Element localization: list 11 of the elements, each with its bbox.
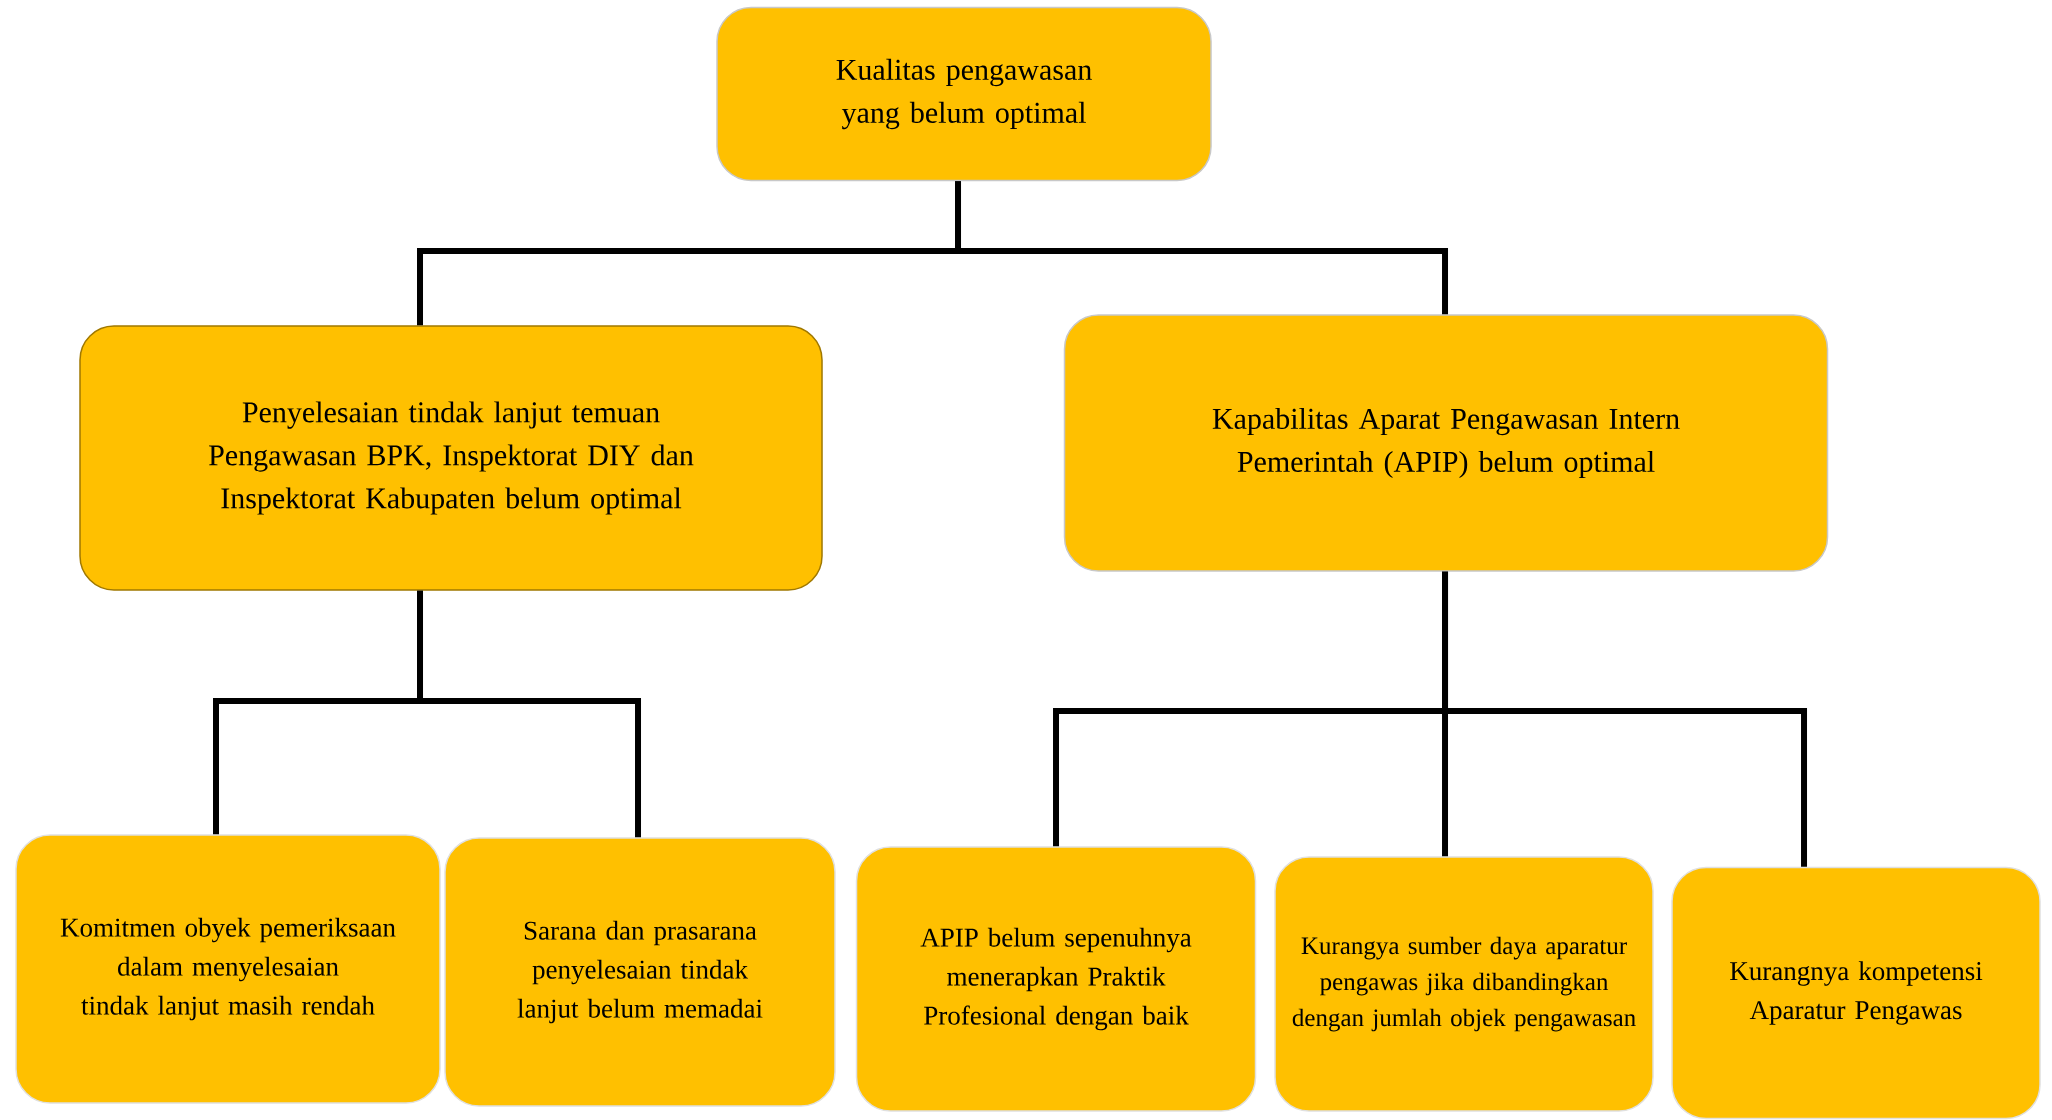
- cause-box: Penyelesaian tindak lanjut temuan Pengawasan BPK, Inspektorat DIY dan Inspektorat Kabupaten belum optimal: [79, 325, 823, 591]
- factor-box: Kurangya sumber daya aparatur pengawas jika dibandingkan dengan jumlah objek pengawasan: [1274, 856, 1654, 1112]
- factor-box: Komitmen obyek pemeriksaan dalam menyelesaian tindak lanjut masih rendah: [15, 834, 441, 1104]
- factor-box: APIP belum sepenuhnya menerapkan Praktik Profesional dengan baik: [855, 846, 1257, 1112]
- cause-box: Kapabilitas Aparat Pengawasan Intern Pemerintah (APIP) belum optimal: [1063, 314, 1829, 572]
- factor-box: Sarana dan prasarana penyelesaian tindak lanjut belum memadai: [444, 837, 836, 1107]
- connector-line: [417, 590, 641, 838]
- connector-line: [1442, 571, 1807, 867]
- connector-line: [955, 181, 1448, 315]
- root-box: Kualitas pengawasan yang belum optimal: [716, 6, 1212, 182]
- factor-box: Kurangnya kompetensi Aparatur Pengawas: [1671, 866, 2041, 1120]
